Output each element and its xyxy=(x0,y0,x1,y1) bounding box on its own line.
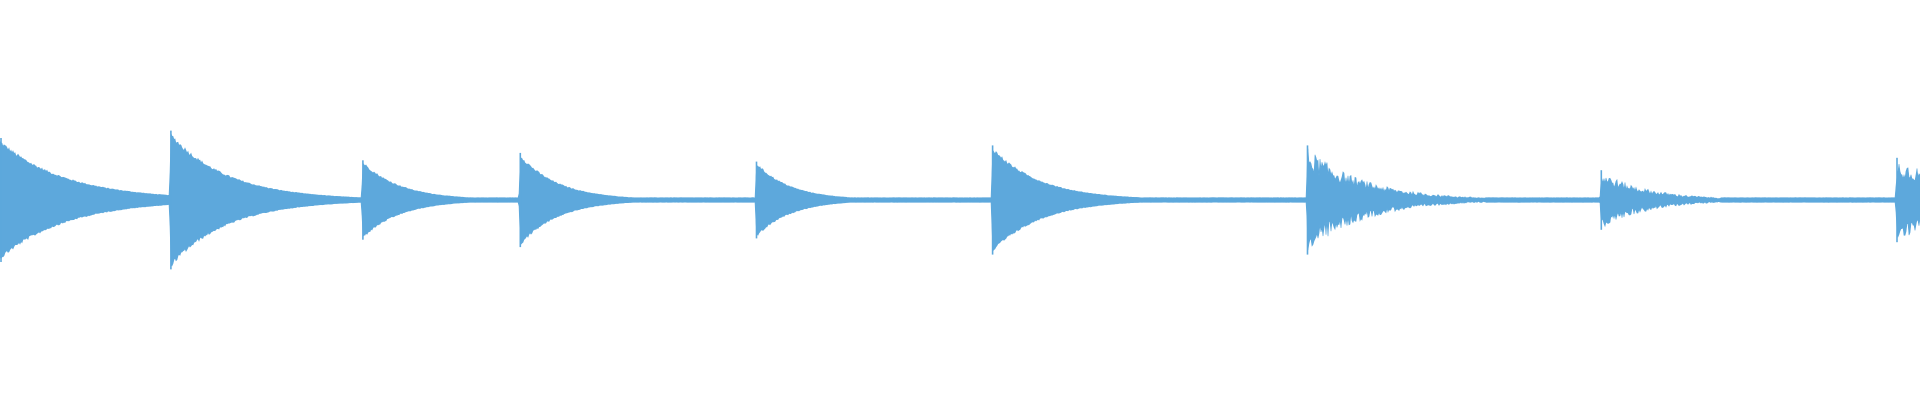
waveform-layer xyxy=(0,130,1920,270)
waveform-shape xyxy=(0,133,1920,267)
